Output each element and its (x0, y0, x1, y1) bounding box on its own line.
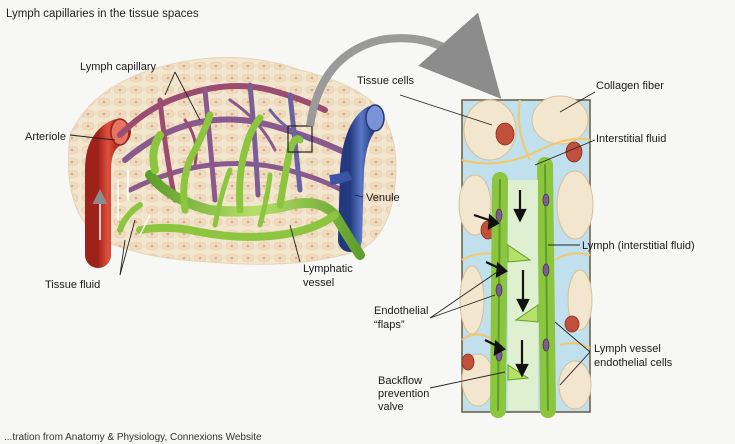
label-lymph-vessel-cells-line2: endothelial cells (594, 357, 673, 369)
label-collagen-fiber: Collagen fiber (596, 80, 664, 92)
figure-title: Lymph capillaries in the tissue spaces (6, 8, 199, 20)
label-tissue-cells: Tissue cells (357, 75, 415, 87)
label-backflow-valve-line2: prevention (378, 388, 429, 400)
inset-source-box (287, 125, 313, 153)
label-lymph: Lymph (interstitial fluid) (582, 240, 695, 252)
label-lymphatic-vessel-line2: vessel (303, 277, 334, 289)
label-endothelial-flaps-line1: Endothelial (374, 305, 428, 317)
label-backflow-valve-line3: valve (378, 401, 404, 413)
label-backflow-valve-line1: Backflow (378, 375, 422, 387)
leader-lines (69, 71, 596, 389)
venule-vessel (329, 104, 385, 252)
detail-panel (458, 95, 594, 418)
label-endothelial-flaps-line2: “flaps” (374, 319, 405, 331)
label-lymphatic-vessel-line1: Lymphatic (303, 263, 353, 275)
lymph-capillary-network (117, 111, 365, 260)
label-arteriole: Arteriole (25, 131, 66, 143)
label-tissue-fluid: Tissue fluid (45, 279, 100, 291)
label-lymph-vessel-cells-line1: Lymph vessel (594, 343, 661, 355)
label-interstitial-fluid: Interstitial fluid (596, 133, 666, 145)
tissue-fluid-arrows (117, 170, 151, 236)
figure-caption: ...tration from Anatomy & Physiology, Co… (4, 432, 262, 443)
zoom-arrow (306, 12, 502, 127)
label-venule: Venule (366, 192, 400, 204)
label-lymph-capillary: Lymph capillary (80, 61, 157, 73)
